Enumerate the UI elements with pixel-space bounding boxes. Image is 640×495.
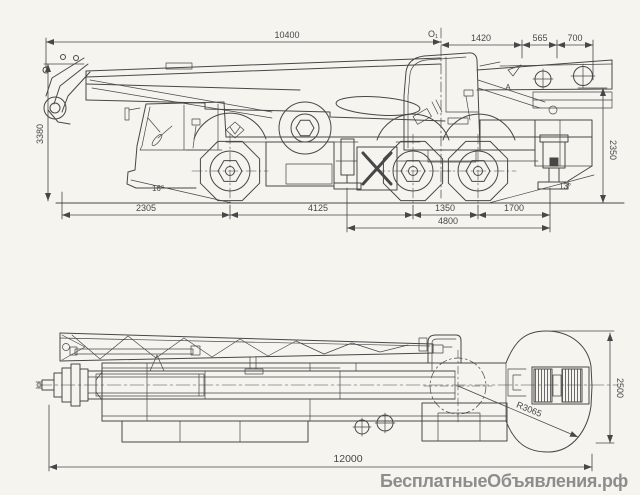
departure-angle-line	[488, 174, 595, 204]
telescopic-boom	[85, 57, 446, 122]
dim-rear-height: 2350	[608, 140, 618, 160]
dim-overall-width: 2500	[615, 378, 625, 398]
dim-rear-overhang: 1700	[504, 203, 524, 213]
dim-wheelbase: 4125	[308, 203, 328, 213]
lattice-jib-plan	[59, 332, 453, 375]
driver-cab	[124, 101, 227, 189]
manufacturer-logo	[225, 121, 245, 139]
boom-plan	[87, 370, 456, 400]
dim-1420: 1420	[471, 33, 491, 43]
dim-565: 565	[532, 33, 547, 43]
approach-angle-line	[130, 179, 233, 204]
plan-dimension-lines	[48, 330, 615, 472]
plan-view: 12000 2500 R3065	[35, 330, 625, 472]
side-dimension-lines	[43, 37, 608, 233]
operator-cab	[403, 52, 481, 163]
operator-cab-plan	[418, 334, 462, 364]
label-departure-angle: 13°	[559, 182, 571, 191]
outriggers	[333, 134, 569, 190]
dim-overall-height: 3380	[35, 124, 45, 144]
dim-outrigger-base: 4800	[438, 216, 458, 226]
label-point-a: A	[505, 83, 511, 92]
carrier-frame	[193, 112, 593, 191]
boom-head-plan	[35, 363, 89, 407]
side-elevation-view: 10400 O₁ 1420 565 700 3380 2350 2305 412…	[35, 27, 625, 233]
watermark-text: БесплатныеОбъявления.рф	[380, 471, 628, 491]
hoist-winch-drum	[278, 101, 332, 155]
label-approach-angle: 16°	[152, 184, 164, 193]
dim-rear-axle-spacing: 1350	[435, 203, 455, 213]
dim-boom-length: 10400	[274, 30, 299, 40]
label-axis-point: O₁	[428, 29, 438, 39]
dim-front-overhang: 2305	[136, 203, 156, 213]
rear-tail-swing-body	[505, 330, 593, 453]
stowed-jib-bar	[476, 59, 613, 109]
dim-overall-length: 12000	[333, 453, 362, 465]
boom-lift-cylinder	[335, 79, 558, 116]
dim-700: 700	[567, 33, 582, 43]
boom-head-sheaves	[42, 54, 91, 125]
carrier-plan	[95, 362, 508, 443]
